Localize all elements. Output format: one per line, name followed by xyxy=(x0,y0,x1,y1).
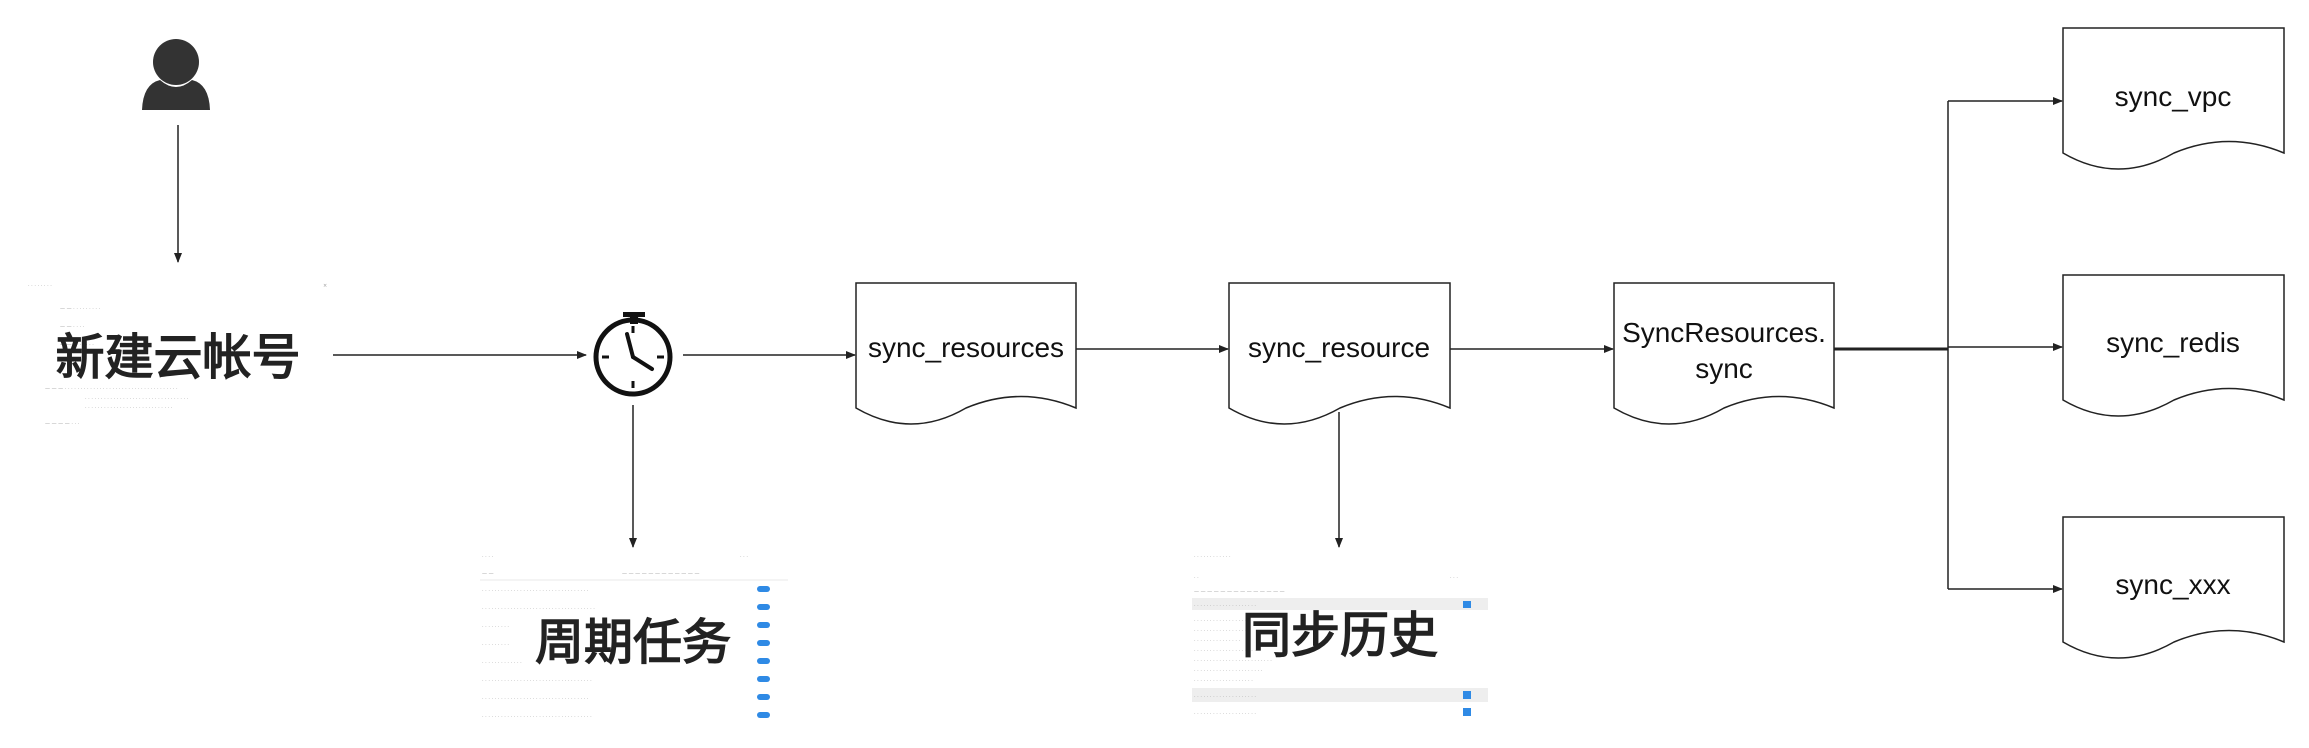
svg-text:· · · · · · · · · · · · · · ·: · · · · · · · · · · · · · · · · · · · · … xyxy=(482,678,592,684)
sync-resources-node: sync_resources xyxy=(855,282,1077,425)
svg-text:· · · · · · · · · · · · · · ·: · · · · · · · · · · · · · · · · · · · · … xyxy=(482,696,589,702)
svg-text:· · · · · · · · · · · · · · ·: · · · · · · · · · · · · · · · · · · · · … xyxy=(1194,668,1263,674)
svg-text:· · · · · · · · ·: · · · · · · · · · xyxy=(482,642,509,648)
svg-text:— — — · · · · · · · · · · · ·: — — — · · · · · · · · · · · · · · · · · … xyxy=(45,386,178,392)
sync-resources-sync-node: SyncResources. sync xyxy=(1613,282,1835,425)
svg-text:· ·: · · xyxy=(1194,575,1199,581)
svg-text:· · ·: · · · xyxy=(1450,575,1458,581)
svg-text:— — · · · · · · · · ·: — — · · · · · · · · · xyxy=(60,306,101,312)
svg-text:· · · ·: · · · · xyxy=(482,554,494,560)
svg-text:· · · · · · · · · · ·: · · · · · · · · · · · · · · · · · · · · xyxy=(1194,603,1256,609)
svg-text:· · · · · · · · · · · · · · ·: · · · · · · · · · · · · · · · · · · · · … xyxy=(85,405,173,411)
svg-text:· · · · · · · · · · · · · · ·: · · · · · · · · · · · · · · · · · · · · … xyxy=(482,714,592,720)
svg-text:· · ·: · · · xyxy=(740,554,748,560)
sync-xxx-label: sync_xxx xyxy=(2115,569,2230,600)
svg-text:· · · · · · · · · · · ·: · · · · · · · · · · · · xyxy=(1194,554,1231,560)
create-account-screenshot: · · · · · · · · × — — · · · · · · · · · … xyxy=(25,278,327,434)
svg-text:· · · · · · · ·: · · · · · · · · xyxy=(28,283,52,289)
sync-vpc-label: sync_vpc xyxy=(2115,81,2232,112)
sync-history-label: 同步历史 xyxy=(1242,607,1438,664)
periodic-task-label: 周期任务 xyxy=(535,614,731,671)
svg-text:· · · · · · · · · · · · ·: · · · · · · · · · · · · · xyxy=(482,660,522,666)
sync-resources-sync-label-line2: sync xyxy=(1695,353,1753,384)
svg-text:· · · · · · · · · · ·: · · · · · · · · · · · · · · · · · · · · xyxy=(1194,694,1256,700)
svg-text:×: × xyxy=(323,283,327,289)
svg-text:· · · · · · · · · · ·: · · · · · · · · · · · · · · · · · · · · xyxy=(1194,711,1256,717)
sync-resource-label: sync_resource xyxy=(1248,332,1430,363)
sync-resources-sync-label-line1: SyncResources. xyxy=(1622,317,1826,348)
svg-text:· · · · · · · · · · · · · · ·: · · · · · · · · · · · · · · · · · · · · … xyxy=(1194,658,1272,664)
sync-resources-label: sync_resources xyxy=(868,332,1064,363)
svg-text:· · · · · · · · · · · · · · ·: · · · · · · · · · · · · · · · · · · · · … xyxy=(482,588,589,594)
svg-text:· · · · · · · · · · · · · · ·: · · · · · · · · · · · · · · · · · · · · … xyxy=(482,606,595,612)
svg-text:· · · · · · · · · · · · · · ·: · · · · · · · · · · · · · · · · · · · xyxy=(1194,678,1253,684)
svg-text:— — — — — — — — — — —: — — — — — — — — — — — — xyxy=(622,571,699,577)
svg-text:— —: — — xyxy=(482,571,494,577)
sync-history-screenshot: · · · · · · · · · · · · · · · · · — — — … xyxy=(1190,550,1490,725)
sync-redis-node: sync_redis xyxy=(2062,274,2285,417)
svg-text:— — · · · ·: — — · · · · xyxy=(60,324,85,330)
user-icon xyxy=(142,39,210,110)
svg-text:· · · · · · · · · · · · · · ·: · · · · · · · · · · · · · · · · · xyxy=(1194,628,1247,634)
svg-text:— — — — — — — —: — — — — — — — — — — — — — — xyxy=(1194,589,1285,595)
svg-text:· · · · · · · · ·: · · · · · · · · · xyxy=(482,624,509,630)
svg-text:· · · · · · · · · · · · · · ·: · · · · · · · · · · · · · · · · · xyxy=(1194,618,1247,624)
stopwatch-icon xyxy=(593,312,673,397)
svg-text:· · · · · · · · · · · · · · ·: · · · · · · · · · · · · · · · xyxy=(1194,638,1241,644)
svg-text:· · · · · · · · · · · · · · ·: · · · · · · · · · · · · · · · · · · · · xyxy=(1194,648,1256,654)
sync-resource-node: sync_resource xyxy=(1228,282,1451,425)
create-account-label: 新建云帐号 xyxy=(55,329,300,386)
svg-text:— — · · · · · · ·: — — · · · · · · · xyxy=(60,342,94,348)
sync-vpc-node: sync_vpc xyxy=(2062,27,2285,170)
periodic-task-screenshot: · · · · · · · — — — — — — — — — — — — — … xyxy=(478,550,790,722)
svg-text:· · · · · · · · · · · · · · ·: · · · · · · · · · · · · · · · · · · · · … xyxy=(85,396,189,402)
sync-redis-label: sync_redis xyxy=(2106,327,2240,358)
svg-text:— — — — · · ·: — — — — · · · xyxy=(45,421,80,427)
sync-xxx-node: sync_xxx xyxy=(2062,516,2285,659)
